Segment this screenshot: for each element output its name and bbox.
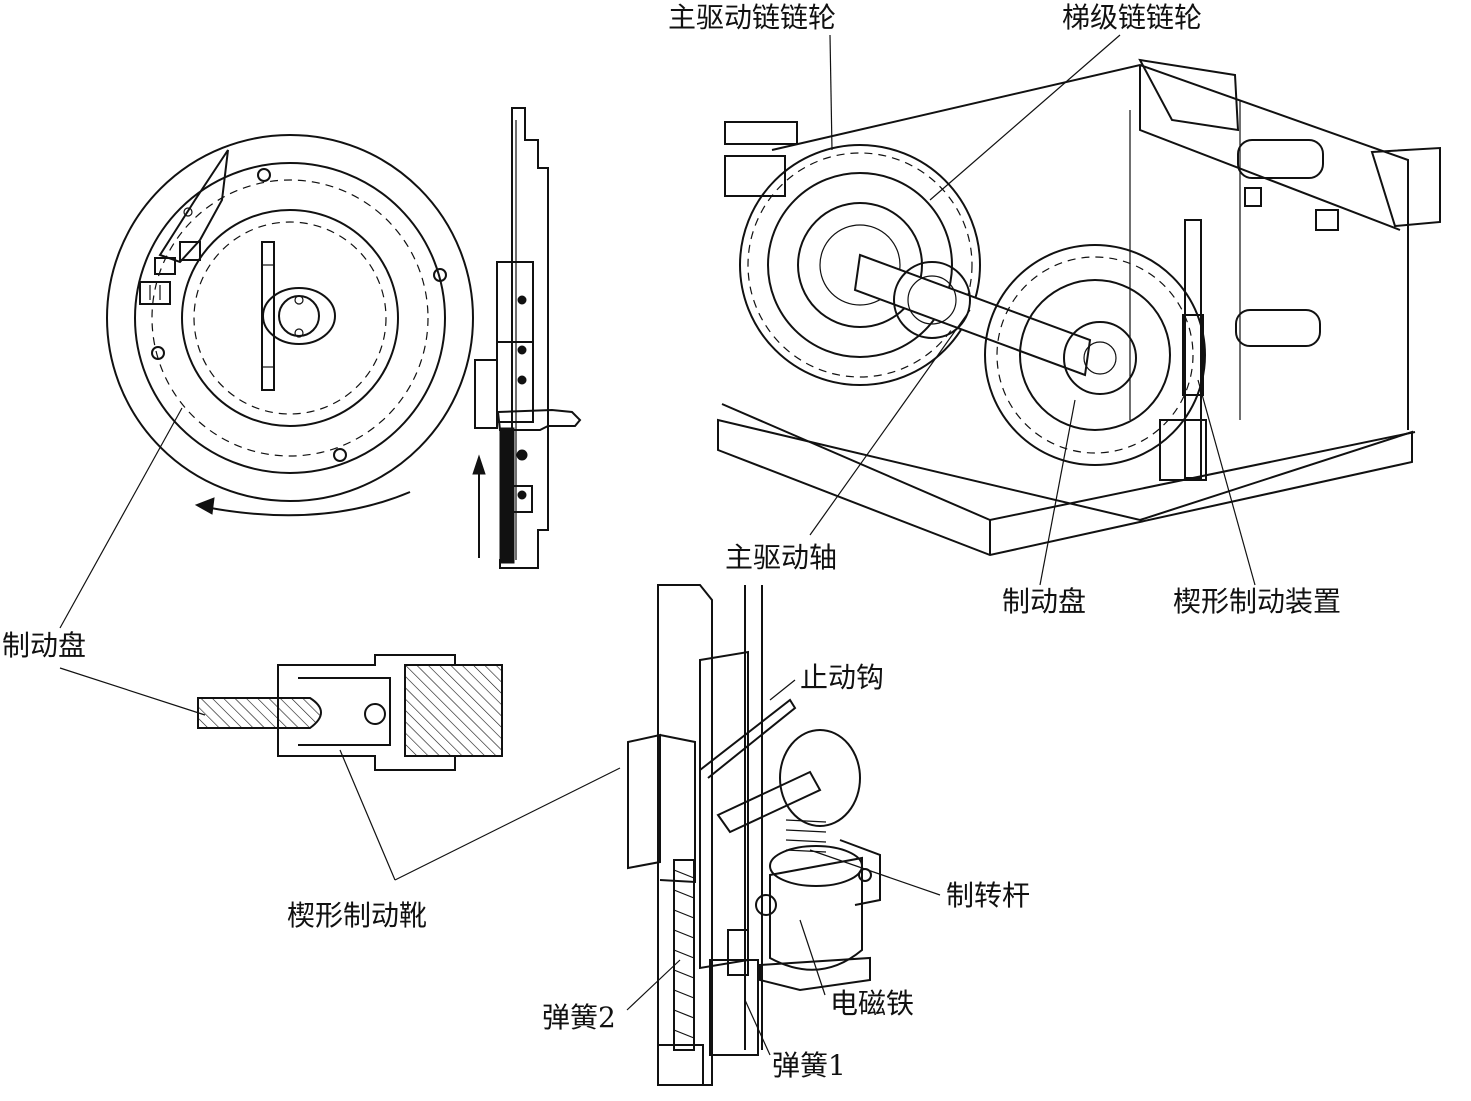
wedge-shoe-detail — [197, 654, 503, 771]
label-electromagnet: 电磁铁 — [830, 987, 915, 1020]
label-wedge-brake-device: 楔形制动装置 — [1173, 585, 1342, 618]
label-brake-disc-left: 制动盘 — [2, 629, 87, 662]
brake-disc-front-view — [106, 134, 474, 517]
brake-side-view — [472, 107, 582, 569]
label-spring1: 弹簧1 — [772, 1049, 846, 1082]
drive-station-view — [717, 58, 1441, 557]
label-main-drive-sprocket: 主驱动链链轮 — [668, 1, 837, 34]
label-main-drive-shaft: 主驱动轴 — [725, 541, 838, 574]
label-step-chain-sprocket: 梯级链链轮 — [1062, 1, 1203, 34]
leader-lines — [59, 34, 1256, 1056]
brake-mechanism-view — [627, 584, 881, 1086]
label-wedge-brake-shoe: 楔形制动靴 — [287, 899, 428, 932]
label-brake-disc-right: 制动盘 — [1002, 585, 1087, 618]
label-stop-hook: 止动钩 — [800, 661, 885, 694]
label-brake-rotary-lever: 制转杆 — [946, 879, 1031, 912]
label-spring2: 弹簧2 — [542, 1001, 616, 1034]
